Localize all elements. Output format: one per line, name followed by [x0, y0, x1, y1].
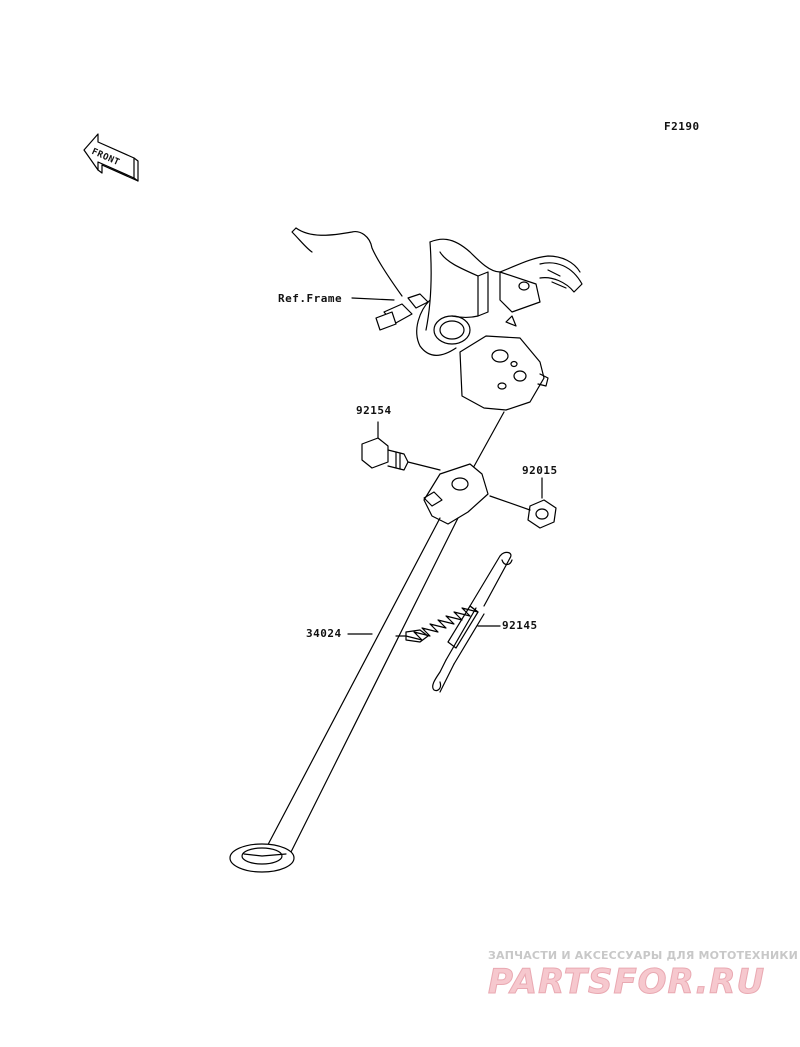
ref-frame-label: Ref.Frame	[278, 292, 343, 305]
spring-92145	[405, 551, 513, 693]
part-number-92015: 92015	[522, 464, 558, 477]
spring-pin	[395, 629, 429, 643]
front-arrow-icon	[83, 133, 139, 182]
bolt-92154	[361, 437, 441, 471]
watermark-logo: PARTSFOR.RU	[487, 962, 766, 1003]
part-number-92154: 92154	[356, 404, 392, 417]
ref-frame-leader	[351, 297, 395, 301]
part-number-34024: 34024	[306, 627, 342, 640]
part-number-92145: 92145	[502, 619, 538, 632]
side-stand-34024	[229, 463, 489, 873]
watermark-tagline: ЗАПЧАСТИ И АКСЕССУАРЫ ДЛЯ МОТОТЕХНИКИ	[488, 949, 798, 962]
nut-92015	[489, 495, 557, 529]
frame-outline	[291, 227, 583, 411]
diagram-code: F2190	[664, 120, 700, 133]
pivot-leader	[471, 411, 505, 471]
